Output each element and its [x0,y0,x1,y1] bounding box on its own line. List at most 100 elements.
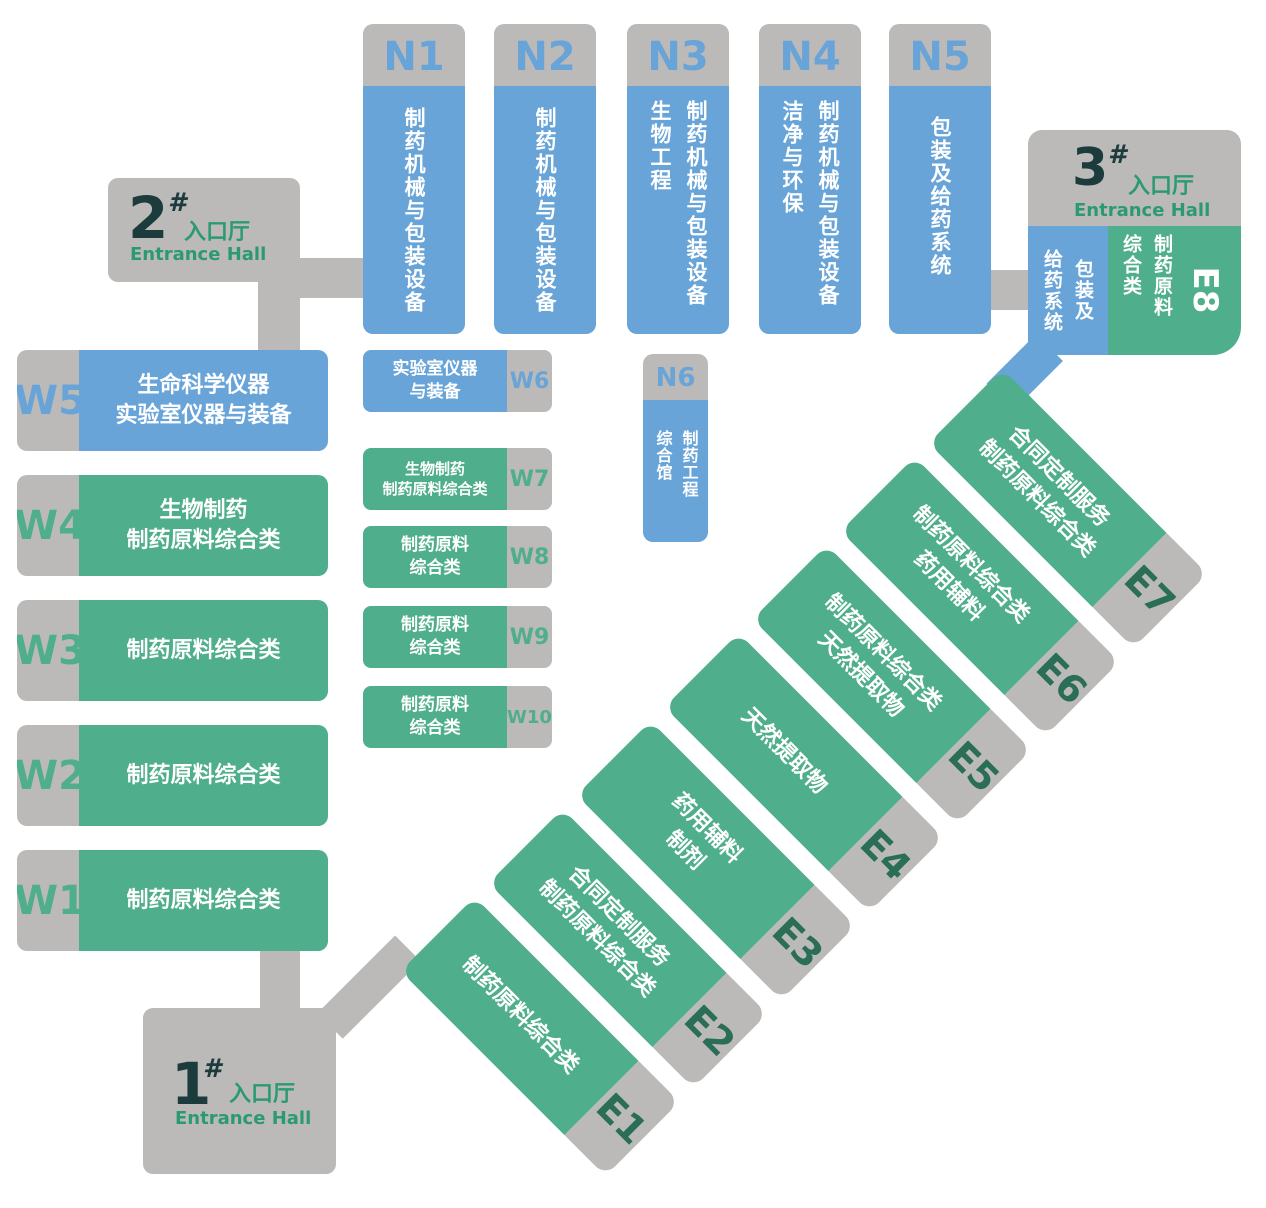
hall-body: 制药原料综合类 [79,600,328,701]
hall-label: 实验室仪器 [392,359,478,380]
hall-label: 生物制药 [404,459,465,478]
hall-label: 制药原料 [401,535,469,556]
entrance-number: 3 [1072,138,1109,198]
hall-code-bar [507,526,552,588]
hall-code: W8 [509,544,550,570]
hall-label: 生命科学仪器 [137,372,270,398]
hall-code: W10 [507,706,552,728]
hall-body: 制药原料 综合类 [363,686,507,748]
hall-n5[interactable]: N5 包装及给药系统 [889,24,991,334]
hall-label: 天然提取物 [736,703,832,800]
hall-code-bar [17,600,79,701]
hall-label-2: 综合类 [409,638,461,658]
hall-n4[interactable]: N4 制药机械与包装设备 洁净与环保 [759,24,861,334]
e8-green-label: 制药原料 [1151,234,1173,318]
hall-body: 制药原料 综合类 [363,606,507,668]
hall-body: 制药工程 综合馆 [643,400,708,542]
hall-e8-blue-zone[interactable]: 包装及 给药系统 [1028,226,1108,355]
hall-body: 生命科学仪器 实验室仪器与装备 [79,350,328,451]
entrance-en-label: Entrance Hall [175,1108,312,1129]
hall-body: 实验室仪器 与装备 [363,350,507,412]
hall-w10[interactable]: 制药原料 综合类 W10 [363,686,552,748]
entrance-hash: # [1108,140,1127,170]
hall-body: 制药原料 综合类 [363,526,507,588]
e8-blue-label-2: 给药系统 [1041,248,1063,333]
hall-label: 制药机械与包装设备 [816,100,840,307]
hall-code-bar [17,350,79,451]
hall-code-bar [643,354,708,400]
hall-w8[interactable]: 制药原料 综合类 W8 [363,526,552,588]
hall-code-bar [363,24,465,86]
hall-code: N2 [514,34,576,80]
hall-label: 制药原料综合类 [126,762,281,788]
hall-w2[interactable]: W2 制药原料综合类 [17,725,328,826]
corridor-hall2-to-n1 [290,258,370,298]
hall-code-bar [627,24,729,86]
entrance-hall-1[interactable]: 1 # 入口厅 Entrance Hall [143,1008,336,1174]
hall-w1[interactable]: W1 制药原料综合类 [17,850,328,951]
hall-w4[interactable]: W4 生物制药 制药原料综合类 [17,475,328,576]
entrance-number: 1 [171,1050,212,1118]
hall-code: W2 [17,752,86,799]
hall-label-2: 综合馆 [653,430,673,481]
entrance-hash: # [203,1054,222,1084]
hall-w6[interactable]: 实验室仪器 与装备 W6 [363,350,552,412]
hall-body: 包装及给药系统 [889,86,991,334]
hall-body: 制药机械与包装设备 [363,86,465,334]
hall-label: 制药原料 [401,615,469,636]
hall-n2[interactable]: N2 制药机械与包装设备 [494,24,596,334]
hall-w3[interactable]: W3 制药原料综合类 [17,600,328,701]
e8-blue-label: 包装及 [1072,259,1094,322]
hall-code-bar [17,850,79,951]
hall-w5[interactable]: W5 生命科学仪器 实验室仪器与装备 [17,350,328,451]
hall-code: W6 [509,368,550,394]
hall-w7[interactable]: 生物制药 制药原料综合类 W7 [363,448,552,510]
hall-code: W3 [17,627,86,674]
hall-code: E8 [1185,266,1225,314]
hall-label: 制药工程 [679,430,699,498]
entrance-hash: # [168,188,187,218]
hall-body: 生物制药 制药原料综合类 [79,475,328,576]
hall-code: W1 [17,877,86,924]
hall-code-bar [17,725,79,826]
hall-code-bar [759,24,861,86]
hall-code: N6 [655,363,696,393]
hall-body: 生物制药 制药原料综合类 [363,448,507,510]
hall-label-2: 综合类 [409,558,461,578]
hall-label: 制药原料 [401,695,469,716]
hall-n1[interactable]: N1 制药机械与包装设备 [363,24,465,334]
entrance-number: 2 [128,184,169,252]
entrance-en-label: Entrance Hall [130,244,267,265]
hall-n6[interactable]: N6 制药工程 综合馆 [643,354,708,542]
hall-code: N1 [383,34,445,80]
e8-green-text: 制药原料 综合类 [1112,234,1182,352]
hall-code: W5 [17,377,86,424]
hall-label: 制药机械与包装设备 [684,100,708,307]
hall-label: 制药原料综合类 [456,952,584,1079]
hall-n3[interactable]: N3 制药机械与包装设备 生物工程 [627,24,729,334]
hall-code-bar [17,475,79,576]
hall-code: W7 [509,466,550,492]
hall-label-2: 洁净与环保 [780,100,804,215]
entrance-cn-label: 入口厅 [1128,174,1195,199]
hall-body: 制药机械与包装设备 洁净与环保 [759,86,861,334]
hall-label: 生物制药 [159,497,248,523]
hall-label: 包装及给药系统 [928,116,952,277]
entrance-hall-2[interactable]: 2 # 入口厅 Entrance Hall [108,178,300,282]
hall-code-bar [507,606,552,668]
hall-w9[interactable]: 制药原料 综合类 W9 [363,606,552,668]
hall-label: 制药机械与包装设备 [402,106,426,314]
hall-label-2: 制药原料综合类 [382,480,488,498]
entrance-cn-label: 入口厅 [184,220,251,245]
corridor-w1-to-hall1 [260,945,300,1015]
entrance-hall-3 [1028,130,1241,226]
hall-body: 制药机械与包装设备 生物工程 [627,86,729,334]
entrance-cn-label: 入口厅 [229,1082,296,1107]
hall-code-bar [494,24,596,86]
entrance-hall-3-and-e8[interactable]: 3 # 入口厅 Entrance Hall 包装及 给药系统 E8 制药原料 综… [1028,130,1241,355]
hall-code: W9 [509,624,550,650]
hall-e8-green-zone[interactable]: E8 制药原料 综合类 [1108,226,1241,355]
hall-code: N4 [779,34,841,80]
hall-code-bar [507,686,552,748]
hall-label-2: 综合类 [409,718,461,738]
